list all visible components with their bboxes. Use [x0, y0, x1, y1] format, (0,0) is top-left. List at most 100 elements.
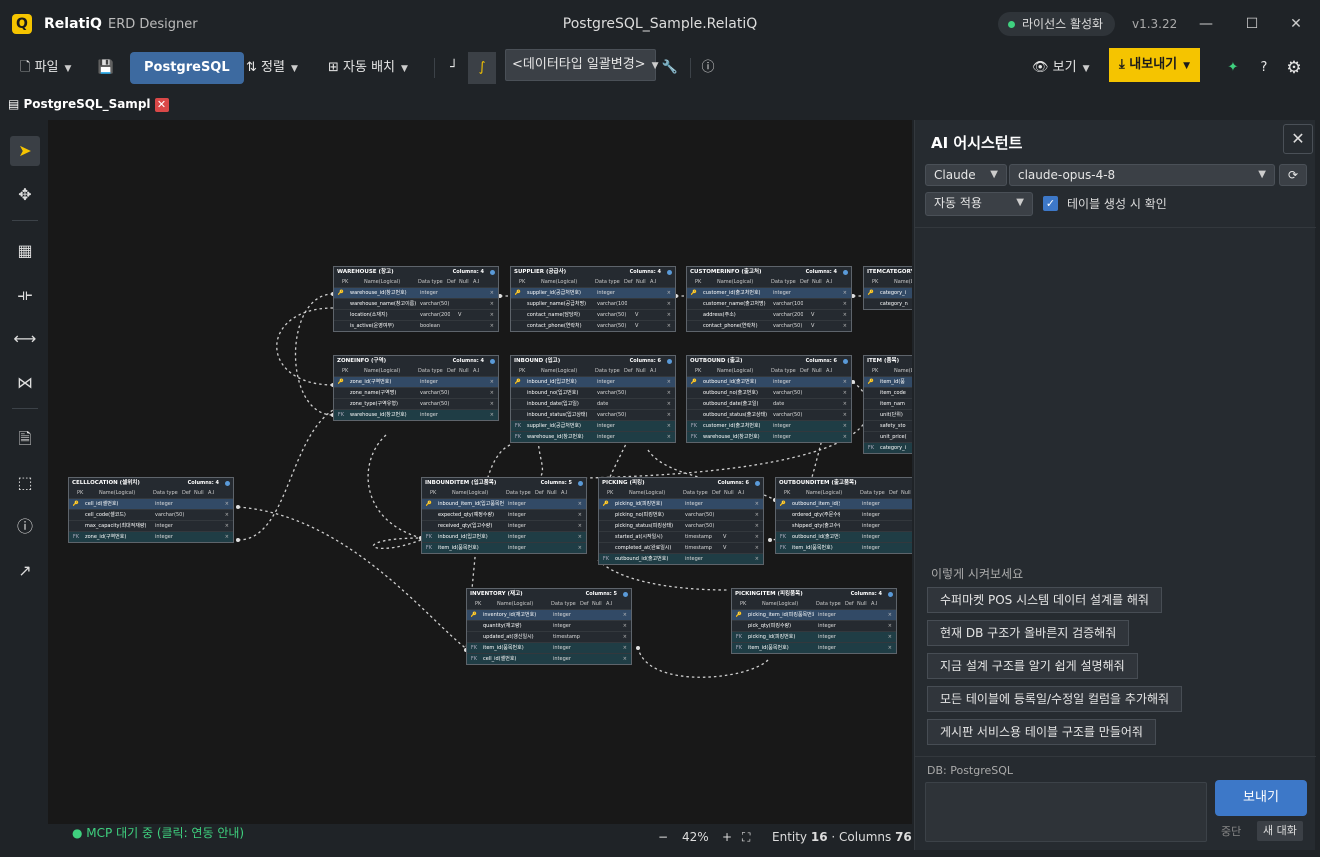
entity-info-icon[interactable] [667, 359, 672, 364]
entity-column-row[interactable]: expected_qty(예정수량)integer× [422, 509, 586, 520]
delete-column-icon[interactable]: × [666, 323, 671, 329]
entity-column-row[interactable]: supplier_name(공급처명)varchar(100)× [511, 298, 675, 309]
save-icon[interactable]: 💾 [97, 60, 115, 75]
entity-column-row[interactable]: outbound_date(출고일)date× [687, 398, 851, 409]
minimize-icon[interactable]: — [1199, 16, 1213, 32]
delete-column-icon[interactable]: × [887, 645, 892, 651]
delete-column-icon[interactable]: × [842, 434, 847, 440]
entity-column-row[interactable]: 🔑zone_id(구역번호)integer× [334, 376, 498, 387]
delete-column-icon[interactable]: × [754, 534, 759, 540]
entity-info-icon[interactable] [843, 359, 848, 364]
delete-column-icon[interactable]: × [754, 556, 759, 562]
entity-column-row[interactable]: cell_code(셀코드)varchar(50)× [69, 509, 233, 520]
provider-select[interactable]: Claude▼ [925, 164, 1007, 186]
entity-column-row[interactable]: quantity(재고량)integer× [467, 620, 631, 631]
delete-column-icon[interactable]: × [666, 401, 671, 407]
orthogonal-line-icon[interactable]: ┘ [450, 60, 458, 75]
fit-screen-icon[interactable]: ⛶ [742, 830, 751, 844]
entity-column-row[interactable]: 🔑outbound_id(출고번호)integer× [687, 376, 851, 387]
delete-column-icon[interactable]: × [489, 401, 494, 407]
entity-info-icon[interactable] [888, 592, 893, 597]
relation-one-many-icon[interactable]: ⟛ [17, 285, 33, 304]
delete-column-icon[interactable]: × [489, 312, 494, 318]
zoom-in-button[interactable]: + [722, 830, 733, 844]
export-button[interactable]: ⤓ 내보내기▼ [1109, 48, 1201, 82]
suggestion-button[interactable]: 게시판 서비스용 테이블 구조를 만들어줘 [927, 719, 1156, 745]
entity-info-icon[interactable] [623, 592, 628, 597]
entity-column-row[interactable]: unit_price(× [864, 431, 912, 442]
entity-column-row[interactable]: updated_at(갱신일시)timestamp× [467, 631, 631, 642]
auto-layout-menu[interactable]: ⊞ 자동 배치▼ [328, 60, 408, 75]
note-icon[interactable]: 🗎 [18, 429, 32, 448]
entity-column-row[interactable]: picking_status(피킹상태)varchar(50)× [599, 520, 763, 531]
entity-column-row[interactable]: 🔑item_id(품× [864, 376, 912, 387]
entity-column-row[interactable]: category_n× [864, 298, 912, 309]
delete-column-icon[interactable]: × [842, 401, 847, 407]
entity-column-row[interactable]: warehouse_name(창고이름)varchar(50)× [334, 298, 498, 309]
entity-column-row[interactable]: ordered_qty(주문수량)integer× [776, 509, 912, 520]
delete-column-icon[interactable]: × [622, 623, 627, 629]
curved-line-icon[interactable]: ∫ [468, 52, 496, 84]
delete-column-icon[interactable]: × [666, 312, 671, 318]
delete-column-icon[interactable]: × [887, 612, 892, 618]
delete-column-icon[interactable]: × [842, 379, 847, 385]
entity-column-row[interactable]: contact_phone(연락처)varchar(50)V× [687, 320, 851, 331]
delete-column-icon[interactable]: × [754, 523, 759, 529]
delete-column-icon[interactable]: × [887, 634, 892, 640]
wrench-icon[interactable]: 🔧 [661, 60, 679, 75]
delete-column-icon[interactable]: × [489, 290, 494, 296]
mcp-status-link[interactable]: ● MCP 대기 중 (클릭: 연동 안내) [72, 826, 245, 840]
suggestion-button[interactable]: 모든 테이블에 등록일/수정일 컬럼을 추가해줘 [927, 686, 1183, 712]
entity-column-row[interactable]: address(주소)varchar(200)V× [687, 309, 851, 320]
apply-mode-select[interactable]: 자동 적용▼ [925, 192, 1033, 216]
delete-column-icon[interactable]: × [754, 501, 759, 507]
delete-column-icon[interactable]: × [666, 290, 671, 296]
entity-column-row[interactable]: 🔑picking_id(피킹번호)integer× [599, 498, 763, 509]
delete-column-icon[interactable]: × [489, 379, 494, 385]
delete-column-icon[interactable]: × [842, 390, 847, 396]
entity-column-row[interactable]: contact_name(담당자)varchar(50)V× [511, 309, 675, 320]
entity-column-row[interactable]: max_capacity(최대적재량)integer× [69, 520, 233, 531]
delete-column-icon[interactable]: × [666, 412, 671, 418]
delete-column-icon[interactable]: × [842, 290, 847, 296]
info-panel-icon[interactable]: ⓘ [16, 517, 33, 536]
delete-column-icon[interactable]: × [622, 612, 627, 618]
entity-column-row[interactable]: 🔑customer_id(출고처번호)integer× [687, 287, 851, 298]
settings-gear-icon[interactable]: ⚙ [1286, 58, 1302, 78]
delete-column-icon[interactable]: × [224, 523, 229, 529]
delete-column-icon[interactable]: × [666, 390, 671, 396]
arrow-tool-icon[interactable]: ↗ [18, 561, 32, 580]
refresh-icon[interactable]: ⟳ [1279, 164, 1307, 186]
entity-column-row[interactable]: contact_phone(연락처)varchar(50)V× [511, 320, 675, 331]
entity-info-icon[interactable] [490, 359, 495, 364]
delete-column-icon[interactable]: × [666, 301, 671, 307]
entity-column-row[interactable]: inbound_no(입고번호)varchar(50)× [511, 387, 675, 398]
delete-column-icon[interactable]: × [842, 323, 847, 329]
delete-column-icon[interactable]: × [577, 523, 582, 529]
entity-column-row[interactable]: outbound_no(출고번호)varchar(50)× [687, 387, 851, 398]
view-menu[interactable]: 👁 보기▼ [1032, 60, 1090, 75]
entity-column-row[interactable]: unit(단위)× [864, 409, 912, 420]
entity-column-row[interactable]: location(소재지)varchar(200)V× [334, 309, 498, 320]
entity-info-icon[interactable] [490, 270, 495, 275]
delete-column-icon[interactable]: × [577, 534, 582, 540]
entity-column-row[interactable]: pick_qty(피킹수량)integer× [732, 620, 896, 631]
add-table-icon[interactable]: ▦ [17, 241, 33, 260]
ai-sparkle-icon[interactable]: ✦ [1227, 60, 1239, 75]
relation-many-many-icon[interactable]: ⋈ [17, 373, 33, 392]
